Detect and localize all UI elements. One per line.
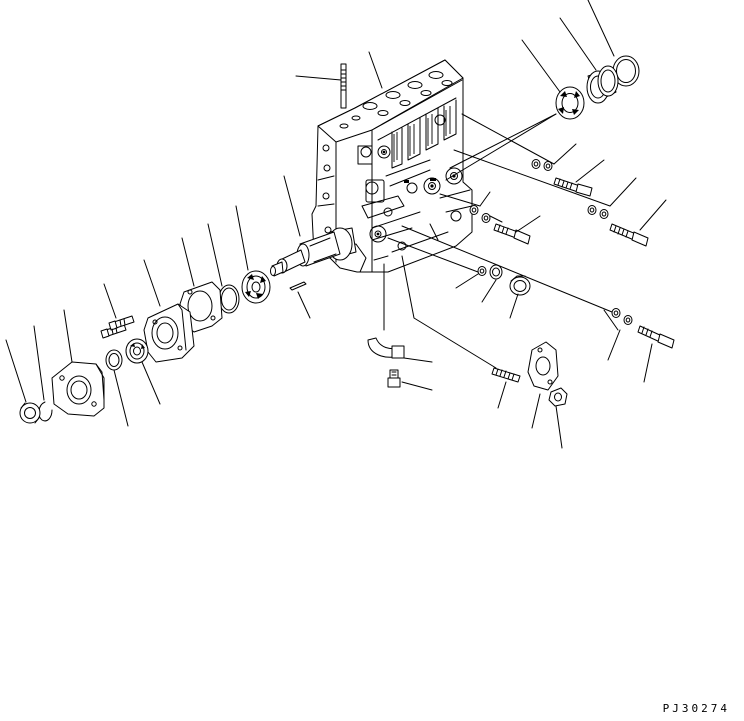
flange-cover: [144, 304, 194, 362]
flange-bolts: [101, 316, 134, 338]
bearing: [126, 339, 148, 363]
snap-ring: [39, 402, 52, 421]
drawing-reference-code: PJ30274: [662, 702, 730, 715]
long-stud: [492, 368, 520, 382]
lower-nut: [549, 388, 567, 406]
bracket-bolt: [388, 370, 400, 387]
hex-bolt-1: [494, 224, 530, 244]
stud-bolt: [341, 64, 346, 108]
banjo-bolt-1: [554, 178, 592, 196]
washer-pair-3: [470, 206, 490, 223]
sleeve-bushing: [587, 66, 618, 103]
camshaft: [271, 228, 357, 276]
coupling-gear: [242, 271, 270, 303]
leader-lines: [6, 0, 666, 448]
plug-washer: [490, 265, 502, 279]
end-nut: [20, 403, 40, 423]
washer-pair-4: [612, 309, 632, 325]
adapter-flange: [52, 362, 104, 416]
banjo-bolt-2: [610, 224, 648, 246]
hex-bolt-2: [638, 326, 674, 348]
plug-small-nut: [478, 267, 486, 276]
woodruff-key: [290, 282, 306, 290]
half-moon-bracket: [368, 338, 404, 358]
drive-gear: [556, 87, 584, 119]
plug: [510, 276, 530, 295]
seal-ring-large: [613, 56, 639, 86]
o-ring: [219, 285, 239, 313]
pump-housing: [312, 60, 472, 272]
cover-plate: [528, 342, 558, 390]
seal-ring: [106, 350, 122, 370]
washer-pair-2: [588, 206, 608, 219]
washer-pair-1: [532, 160, 552, 171]
